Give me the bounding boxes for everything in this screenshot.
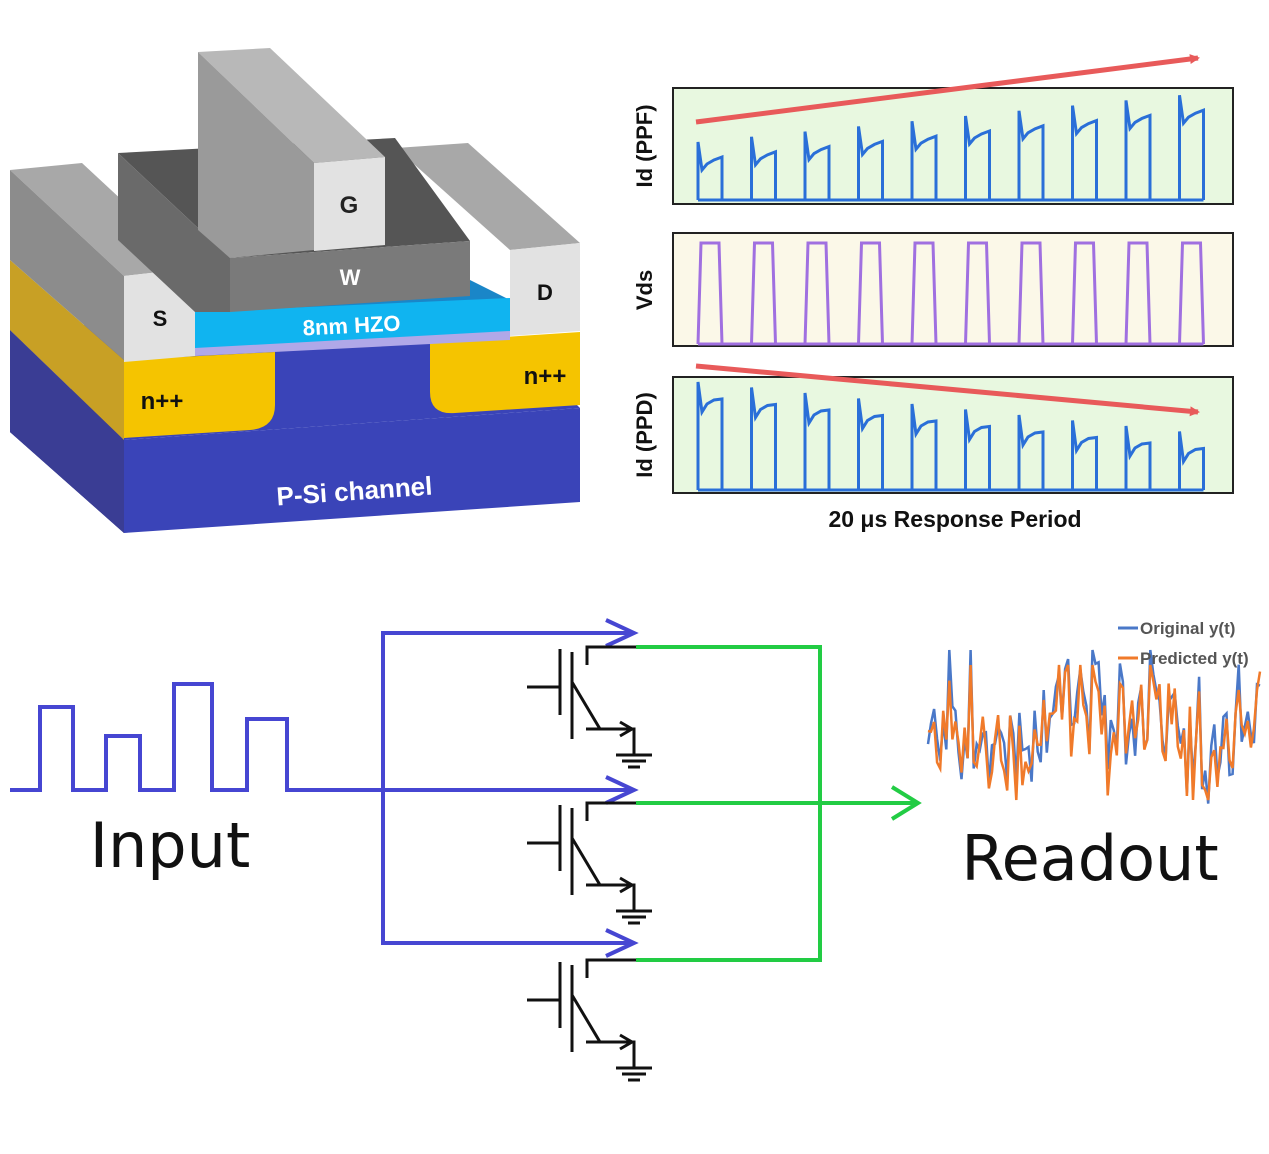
vds-panel — [672, 232, 1234, 347]
ppf-pulse — [964, 115, 991, 200]
drain-lead — [585, 801, 636, 821]
substrate-left — [10, 330, 124, 533]
output-arrowhead — [890, 785, 922, 821]
gate-label: G — [340, 192, 359, 219]
ppd-trend-arrow — [695, 363, 1200, 417]
metal-label: W — [340, 265, 361, 290]
transistor — [527, 645, 652, 769]
vds-pulse — [1017, 241, 1045, 345]
ppf-pulse — [857, 126, 884, 200]
ground-icon — [616, 909, 652, 925]
w-metal-left — [118, 153, 230, 312]
gate-bar-top — [198, 48, 385, 163]
ppf-pulse — [750, 136, 777, 200]
ppd-pulse — [696, 381, 724, 490]
n-plus-right-label: n++ — [524, 363, 567, 390]
fefet-device: G W S D 8nm HZO n++ n++ P-Si channel — [10, 48, 580, 533]
input-arrowhead-bot — [605, 928, 639, 958]
legend-predicted: Predicted y(t) — [1140, 649, 1249, 668]
vds-trace — [696, 241, 1205, 346]
reservoir-circuit: Input Readout — [10, 618, 1219, 1082]
ppf-pulse — [1017, 110, 1045, 200]
ppd-trace — [696, 381, 1205, 492]
input-wire-top — [381, 631, 632, 790]
drain-bar-top — [396, 143, 580, 250]
ppf-pulse — [910, 120, 938, 200]
gate-bar-front — [314, 157, 385, 251]
readout-label: Readout — [961, 822, 1218, 895]
readout-series — [926, 649, 1262, 804]
ppd-pulse — [1124, 425, 1152, 490]
ppf-pulse — [1124, 100, 1152, 200]
source-arrow — [619, 876, 635, 894]
gate-bar-side — [198, 52, 314, 258]
input-arrowhead-mid — [605, 775, 639, 805]
ppf-ylabel: Id (PPF) — [632, 104, 657, 187]
input-wire-bot — [381, 790, 632, 945]
ppd-pulse — [964, 409, 991, 490]
transistor-array — [527, 645, 652, 1082]
ground-icon — [616, 1066, 652, 1082]
drain-lead — [585, 958, 636, 978]
source-bar-side — [10, 170, 124, 360]
readout-plot: Original y(t) Predicted y(t) — [926, 619, 1262, 804]
ppf-pulse — [803, 131, 831, 200]
vds-pulse — [857, 241, 884, 345]
input-arrowhead-top — [605, 618, 639, 648]
emitter-diagonal — [570, 681, 602, 730]
ppf-pulse — [1178, 94, 1205, 200]
vds-pulse — [750, 241, 777, 345]
drain-lead — [585, 645, 636, 665]
n-plus-left-label: n++ — [141, 388, 184, 415]
substrate-front — [124, 408, 580, 533]
input-pulse-train — [10, 682, 383, 792]
pulse-plots: Id (PPF) Vds Id (PPD) 20 μs Response Per… — [632, 54, 1234, 532]
legend-original: Original y(t) — [1140, 619, 1235, 638]
ppf-pulse — [696, 141, 724, 200]
ground-icon — [616, 753, 652, 769]
vds-ylabel: Vds — [632, 270, 657, 310]
hzo-bottom-strip — [195, 331, 510, 356]
ppf-trend-arrow — [695, 54, 1200, 125]
drain-bar-front — [510, 243, 580, 336]
ppf-panel — [672, 87, 1234, 205]
vds-pulse — [803, 241, 831, 345]
n-plus-right-region — [430, 332, 580, 414]
vds-pulse — [696, 241, 724, 345]
emitter-diagonal — [570, 837, 602, 886]
emitter-diagonal — [570, 994, 602, 1043]
doped-layer-side — [10, 260, 124, 440]
ppf-pulse — [1071, 105, 1098, 200]
ppd-pulse — [1017, 414, 1045, 490]
w-metal-front — [230, 241, 470, 312]
ppd-ylabel: Id (PPD) — [632, 392, 657, 478]
vds-pulse — [1124, 241, 1152, 345]
ppd-pulse — [803, 392, 831, 490]
oxide-label: 8nm HZO — [302, 310, 401, 340]
vds-pulse — [1071, 241, 1098, 345]
ppd-pulse — [1071, 420, 1098, 490]
ppd-pulse — [1178, 431, 1205, 490]
pulse-xlabel: 20 μs Response Period — [828, 506, 1081, 532]
ppd-pulse — [857, 398, 884, 490]
vds-pulse — [1178, 241, 1205, 345]
ppf-trace — [696, 94, 1205, 202]
source-label: S — [153, 306, 168, 331]
ppd-pulse — [910, 403, 938, 490]
transistor — [527, 958, 652, 1082]
ppd-pulse — [750, 387, 777, 490]
vds-pulse — [910, 241, 938, 345]
source-arrow — [619, 1033, 635, 1051]
vds-pulse — [964, 241, 991, 345]
source-arrow — [619, 720, 635, 738]
input-label: Input — [90, 809, 251, 882]
ppd-panel — [672, 376, 1234, 494]
transistor — [527, 801, 652, 925]
n-plus-left-region — [124, 352, 275, 438]
drain-label: D — [537, 280, 553, 305]
predicted-series-line — [927, 664, 1262, 801]
